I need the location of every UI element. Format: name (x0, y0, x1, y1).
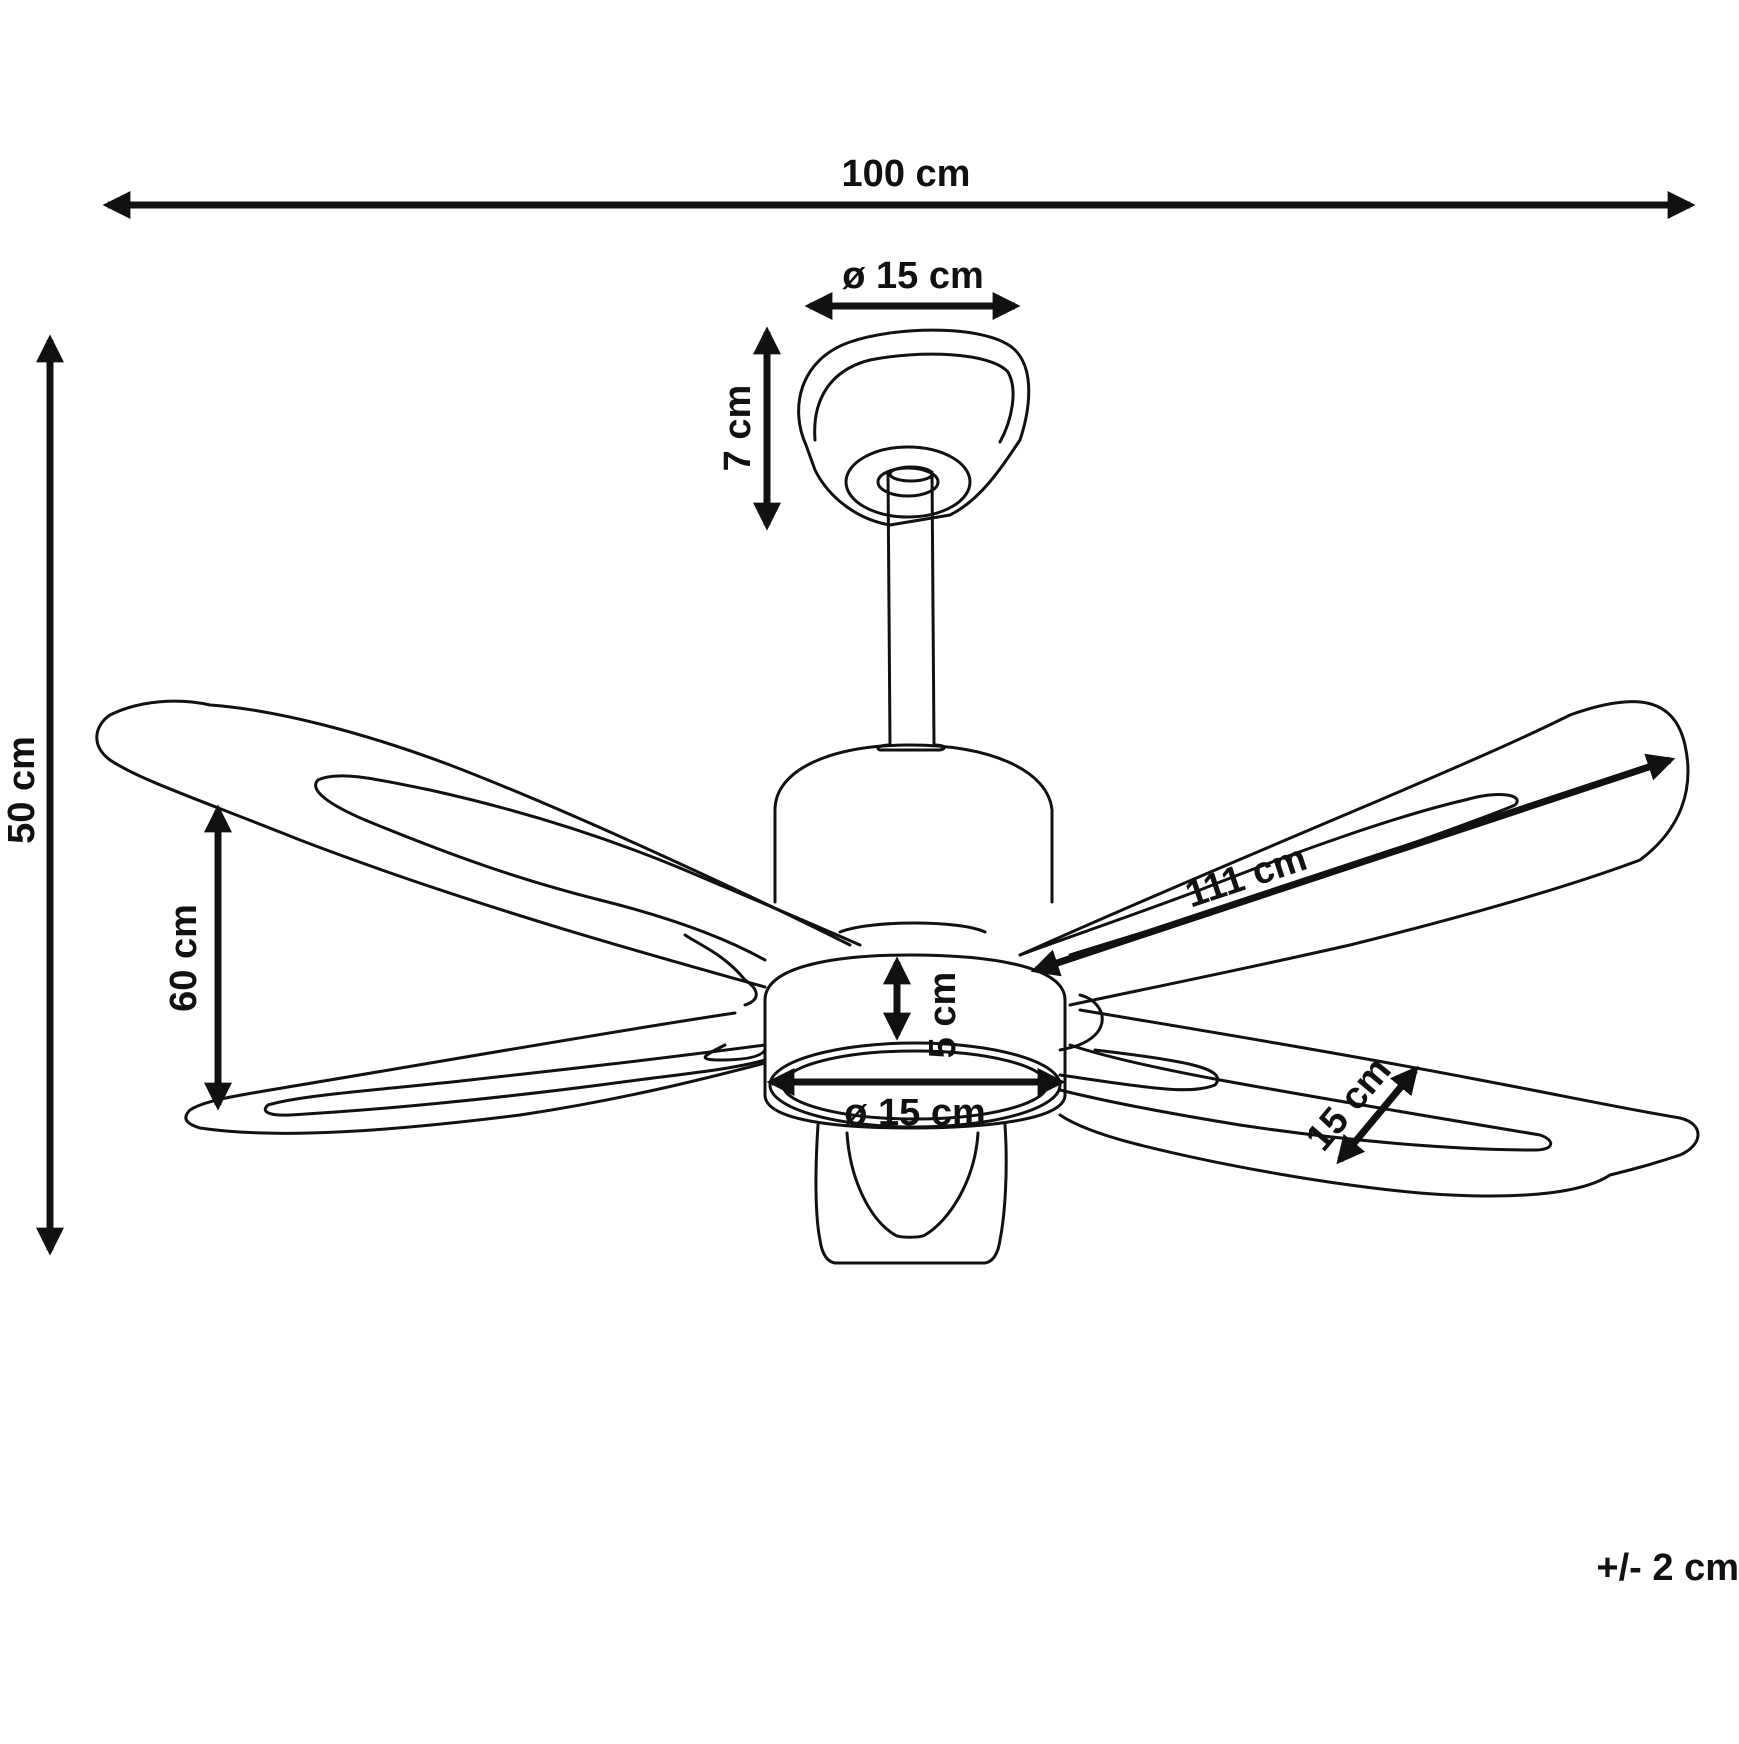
label-canopy-diameter: ø 15 cm (842, 255, 984, 297)
blade-brackets (683, 933, 1219, 1092)
downrod (876, 465, 946, 752)
label-overall-height: 50 cm (1, 736, 43, 844)
blade-right-lower (1058, 1008, 1700, 1198)
blade-left-lower (184, 1011, 767, 1135)
canopy (797, 328, 1031, 527)
blade-left-upper (95, 699, 862, 989)
label-motor-height: 5 cm (922, 972, 964, 1059)
label-motor-diameter: ø 15 cm (844, 1092, 986, 1134)
fan-drawing (95, 328, 1700, 1265)
tolerance-note: +/- 2 cm (1596, 1547, 1739, 1589)
label-overall-width: 100 cm (842, 153, 971, 195)
dimension-lines (36, 191, 1696, 1256)
light-bowl (814, 1123, 1008, 1265)
blade-span-arrow (1030, 753, 1676, 977)
label-blade-span: 111 cm (1180, 837, 1312, 916)
motor-housing (773, 743, 1054, 934)
blade-width-arrow (1336, 1065, 1419, 1165)
label-canopy-height: 7 cm (717, 385, 759, 472)
dimension-labels: 100 cm 50 cm ø 15 cm 7 cm 111 cm 15 cm 5… (1, 153, 1400, 1159)
blade-right-upper (1018, 700, 1690, 1007)
label-blade-drop: 60 cm (163, 904, 205, 1012)
